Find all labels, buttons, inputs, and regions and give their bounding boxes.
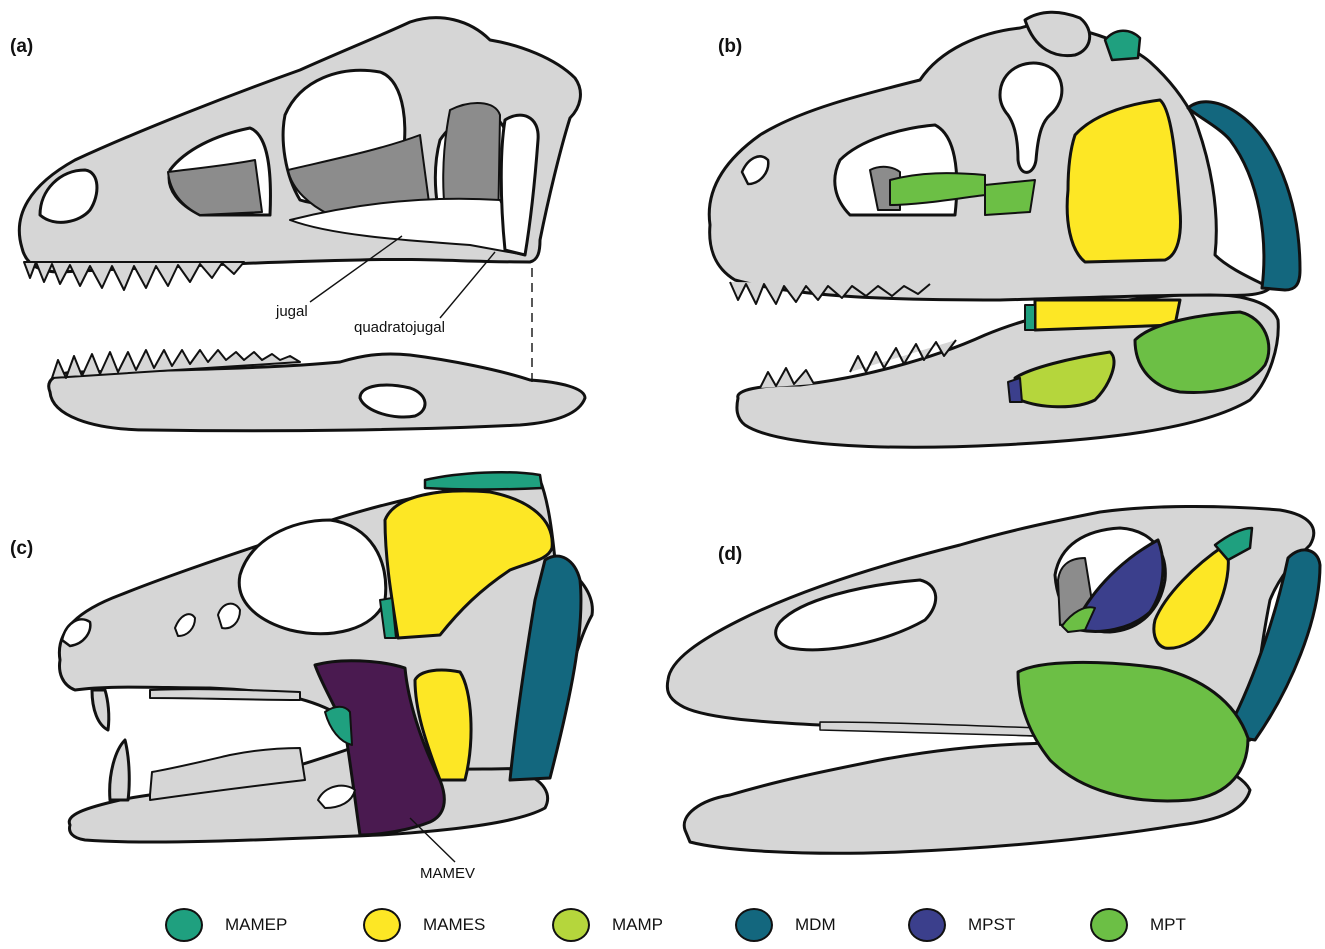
skull-c-mamep-lower [325, 707, 352, 745]
skull-a [19, 18, 585, 431]
skull-b-mpt-upper2 [985, 180, 1035, 215]
skull-b-cranium [709, 23, 1270, 300]
legend-item-mpst: MPST [908, 905, 1015, 945]
legend-item-mames: MAMES [363, 905, 485, 945]
skull-d [667, 506, 1320, 853]
legend-swatch-mamep [165, 908, 203, 942]
skull-c [59, 472, 592, 862]
legend-item-mpt: MPT [1090, 905, 1186, 945]
skull-b-mamep-lower [1025, 305, 1035, 330]
skull-b-mamep-top [1105, 31, 1140, 60]
legend-label-mames: MAMES [423, 915, 485, 935]
skull-c-mamep-top [425, 472, 542, 489]
legend-item-mamp: MAMP [552, 905, 663, 945]
skull-a-upper-teeth [24, 262, 244, 290]
legend: MAMEP MAMES MAMP MDM MPST MPT [0, 905, 1325, 949]
legend-swatch-mamp [552, 908, 590, 942]
skull-b [709, 12, 1300, 447]
label-jugal: jugal [275, 303, 308, 320]
legend-swatch-mpst [908, 908, 946, 942]
label-mamev: MAMEV [420, 865, 475, 882]
skull-figure: jugal quadratojugal MAMEV [0, 0, 1325, 905]
legend-label-mdm: MDM [795, 915, 836, 935]
skull-b-mpst [1008, 378, 1022, 402]
skull-c-canine-upper [92, 690, 109, 730]
skull-c-orbit [239, 520, 386, 634]
legend-item-mdm: MDM [735, 905, 836, 945]
legend-swatch-mames [363, 908, 401, 942]
legend-label-mpst: MPST [968, 915, 1015, 935]
legend-item-mamep: MAMEP [165, 905, 287, 945]
legend-swatch-mpt [1090, 908, 1128, 942]
legend-label-mamp: MAMP [612, 915, 663, 935]
label-quadratojugal: quadratojugal [354, 319, 445, 336]
legend-label-mamep: MAMEP [225, 915, 287, 935]
skull-c-upper-teeth [150, 689, 300, 700]
legend-swatch-mdm [735, 908, 773, 942]
skull-c-canine-lower [110, 740, 130, 800]
legend-label-mpt: MPT [1150, 915, 1186, 935]
